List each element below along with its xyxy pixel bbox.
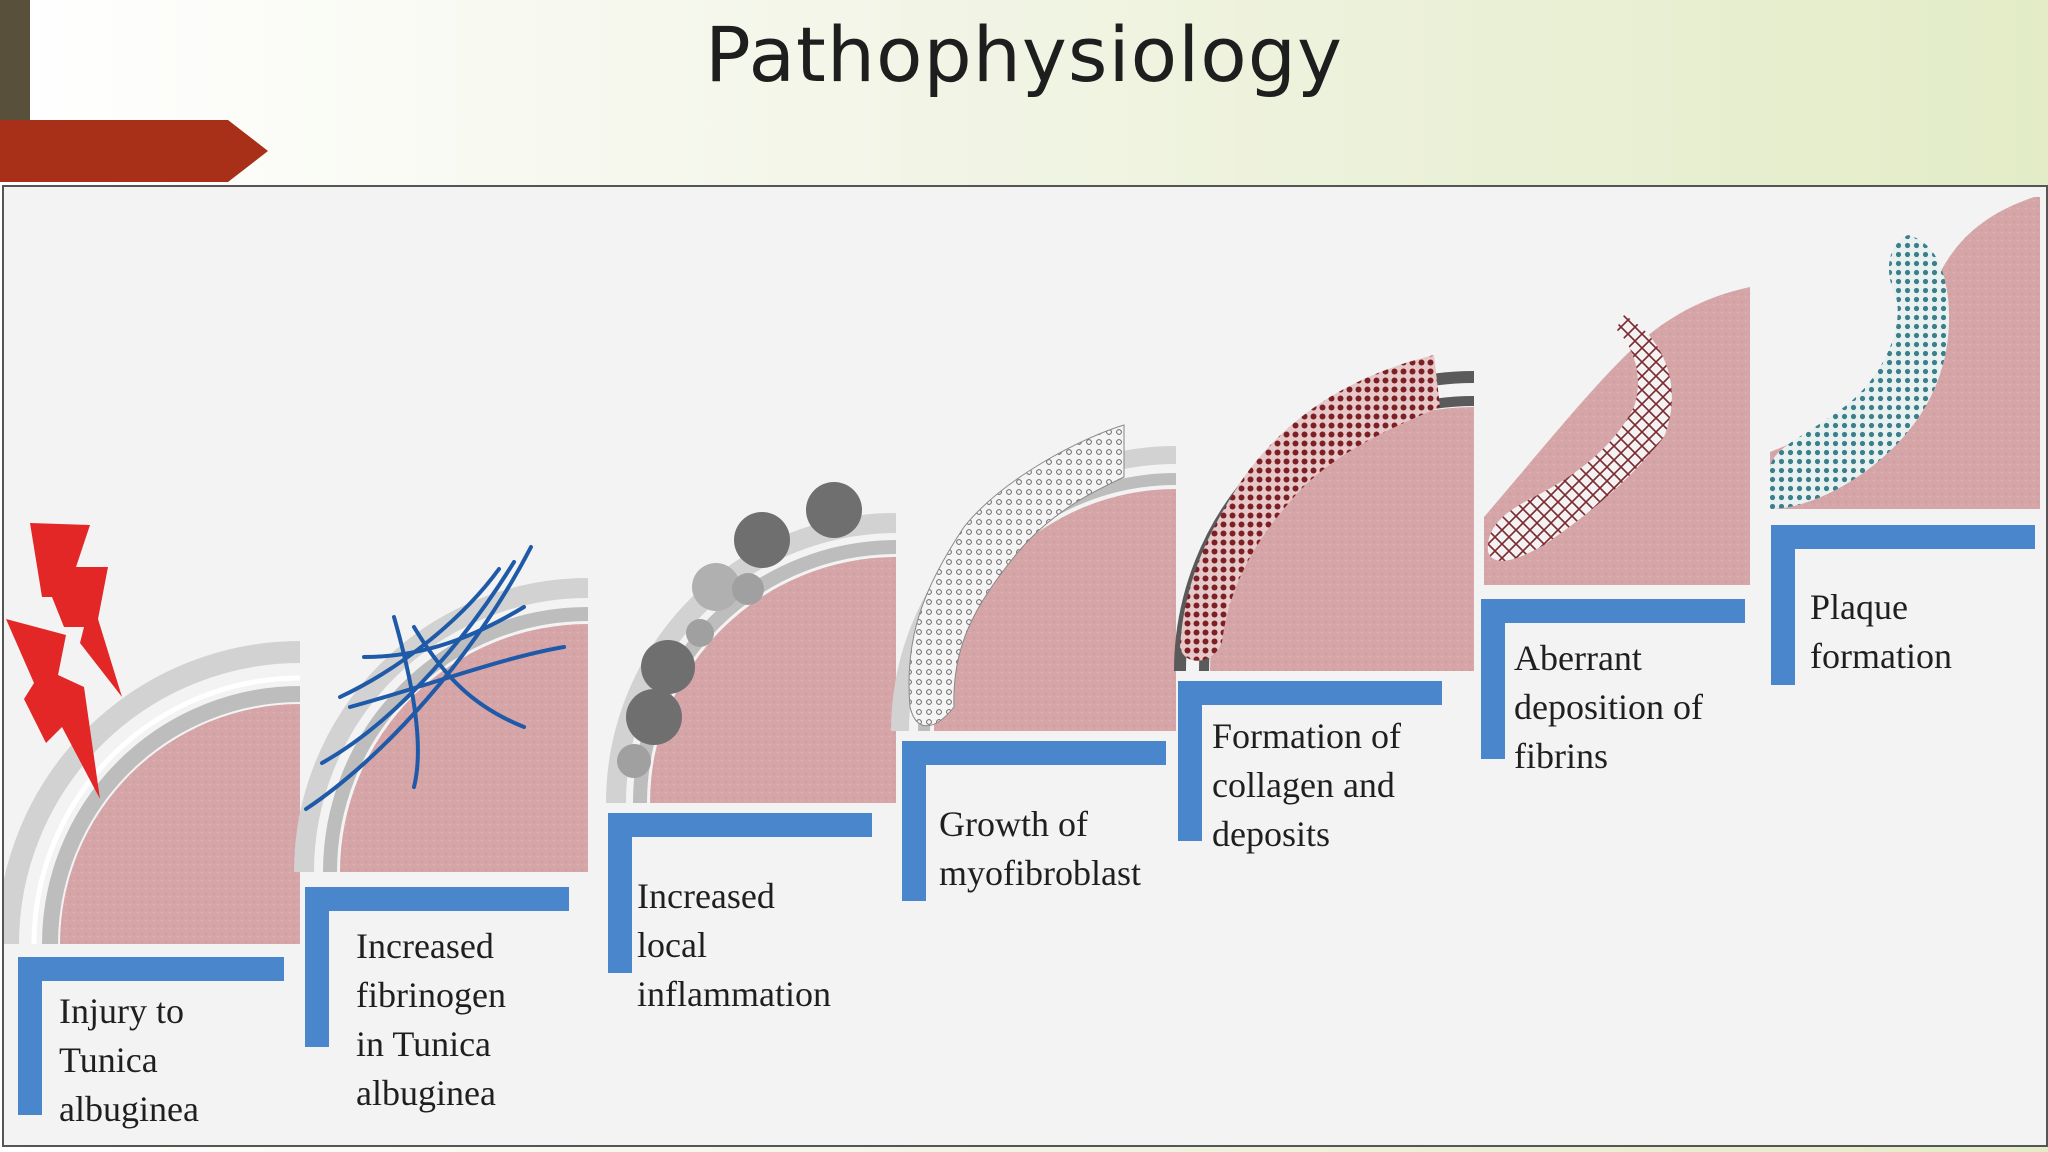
fibrin-mesh-icon	[1487, 315, 1672, 561]
header-accent-arrow	[0, 120, 268, 182]
step-label-inflammation: Increased local inflammation	[637, 876, 831, 1014]
header-side-strip	[0, 0, 30, 122]
fibrinogen-strands-icon	[304, 545, 566, 811]
stage-fibrin-deposition-illustration	[1484, 287, 1750, 585]
lightning-bolt-icon	[30, 523, 122, 697]
slide-title: Pathophysiology	[705, 10, 1343, 99]
diagram-canvas	[4, 197, 2040, 1115]
stage-inflammation-illustration	[606, 482, 897, 804]
bracket-step-7	[1771, 525, 2035, 685]
stage-injury-illustration	[4, 523, 301, 945]
collagen-deposit-icon	[1180, 355, 1440, 661]
bracket-step-1	[18, 957, 284, 1115]
step-label-fibrinogen: Increased fibrinogen in Tunica albuginea	[356, 926, 506, 1113]
bracket-step-2	[305, 887, 569, 1047]
stage-collagen-illustration	[1174, 355, 1475, 672]
myofibroblast-dots-icon	[908, 424, 1125, 727]
bracket-step-5	[1178, 681, 1442, 841]
step-label-plaque: Plaque formation	[1810, 587, 1952, 676]
step-label-collagen: Formation of collagen and deposits	[1212, 716, 1401, 854]
diagram-panel: Injury to Tunica albuginea Increased fib…	[2, 185, 2048, 1147]
step-label-injury: Injury to Tunica albuginea	[59, 991, 199, 1129]
bracket-step-3	[608, 813, 872, 973]
label-brackets	[18, 525, 2035, 1115]
stage-plaque-illustration	[1770, 197, 2040, 509]
step-label-fibrins: Aberrant deposition of fibrins	[1514, 638, 1703, 776]
bracket-step-4	[902, 741, 1166, 901]
bracket-step-6	[1481, 599, 1745, 759]
stage-fibrinogen-illustration	[294, 545, 589, 873]
plaque-icon	[1770, 235, 1950, 509]
inflammation-cells-icon	[617, 482, 862, 778]
step-label-myofibroblast: Growth of myofibroblast	[939, 804, 1141, 893]
stage-myofibroblast-illustration	[891, 424, 1177, 732]
